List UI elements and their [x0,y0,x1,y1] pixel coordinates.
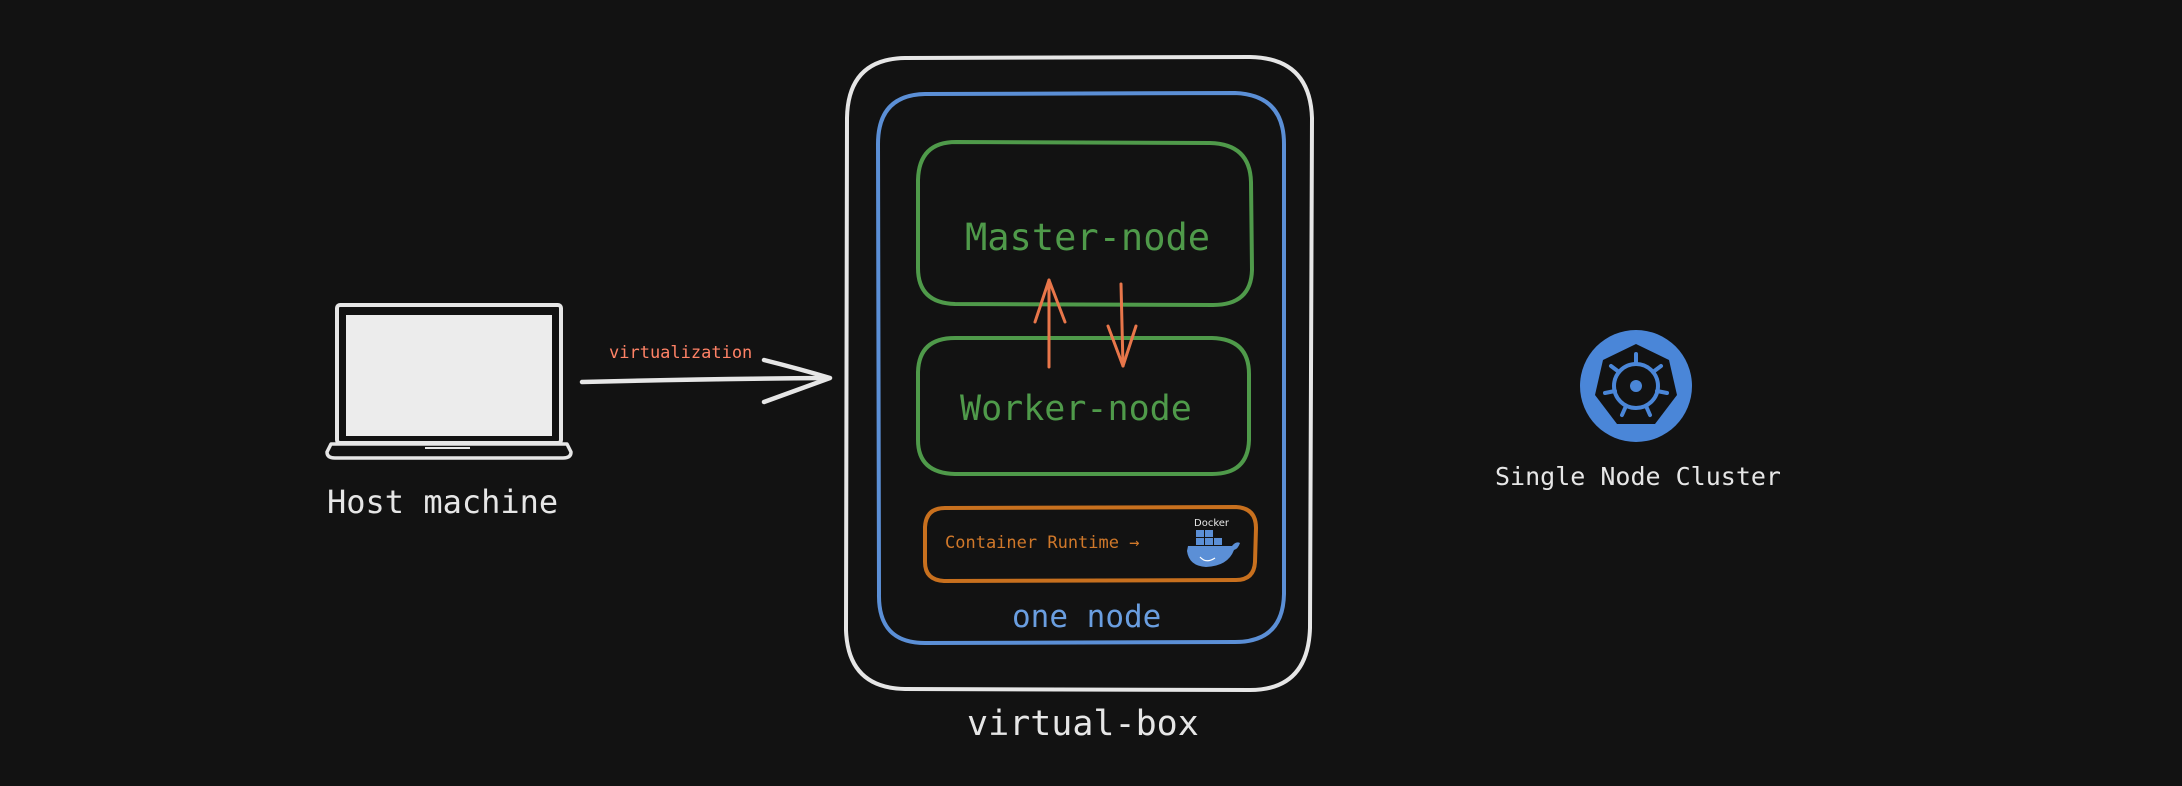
master-node-label: Master-node [965,216,1211,259]
master-worker-arrows [1033,278,1138,369]
docker-label: Docker [1194,518,1230,529]
virtualization-label: virtualization [609,343,753,363]
one-node-container [875,90,1286,646]
host-machine-label: Host machine [327,483,559,521]
docker-whale-icon [1187,530,1240,567]
master-node-box [916,139,1255,308]
virtual-box-label: virtual-box [967,704,1199,744]
worker-node-box [916,336,1251,476]
virtual-box-container [843,54,1315,693]
one-node-label: one node [1012,599,1162,635]
single-node-cluster-label: Single Node Cluster [1495,462,1781,491]
kubernetes-helm-icon [1580,330,1692,442]
laptop-icon [325,303,573,460]
virtualization-arrow [579,357,833,405]
worker-node-label: Worker-node [960,389,1192,429]
container-runtime-label: Container Runtime → [945,533,1140,553]
container-runtime-box [923,504,1259,584]
